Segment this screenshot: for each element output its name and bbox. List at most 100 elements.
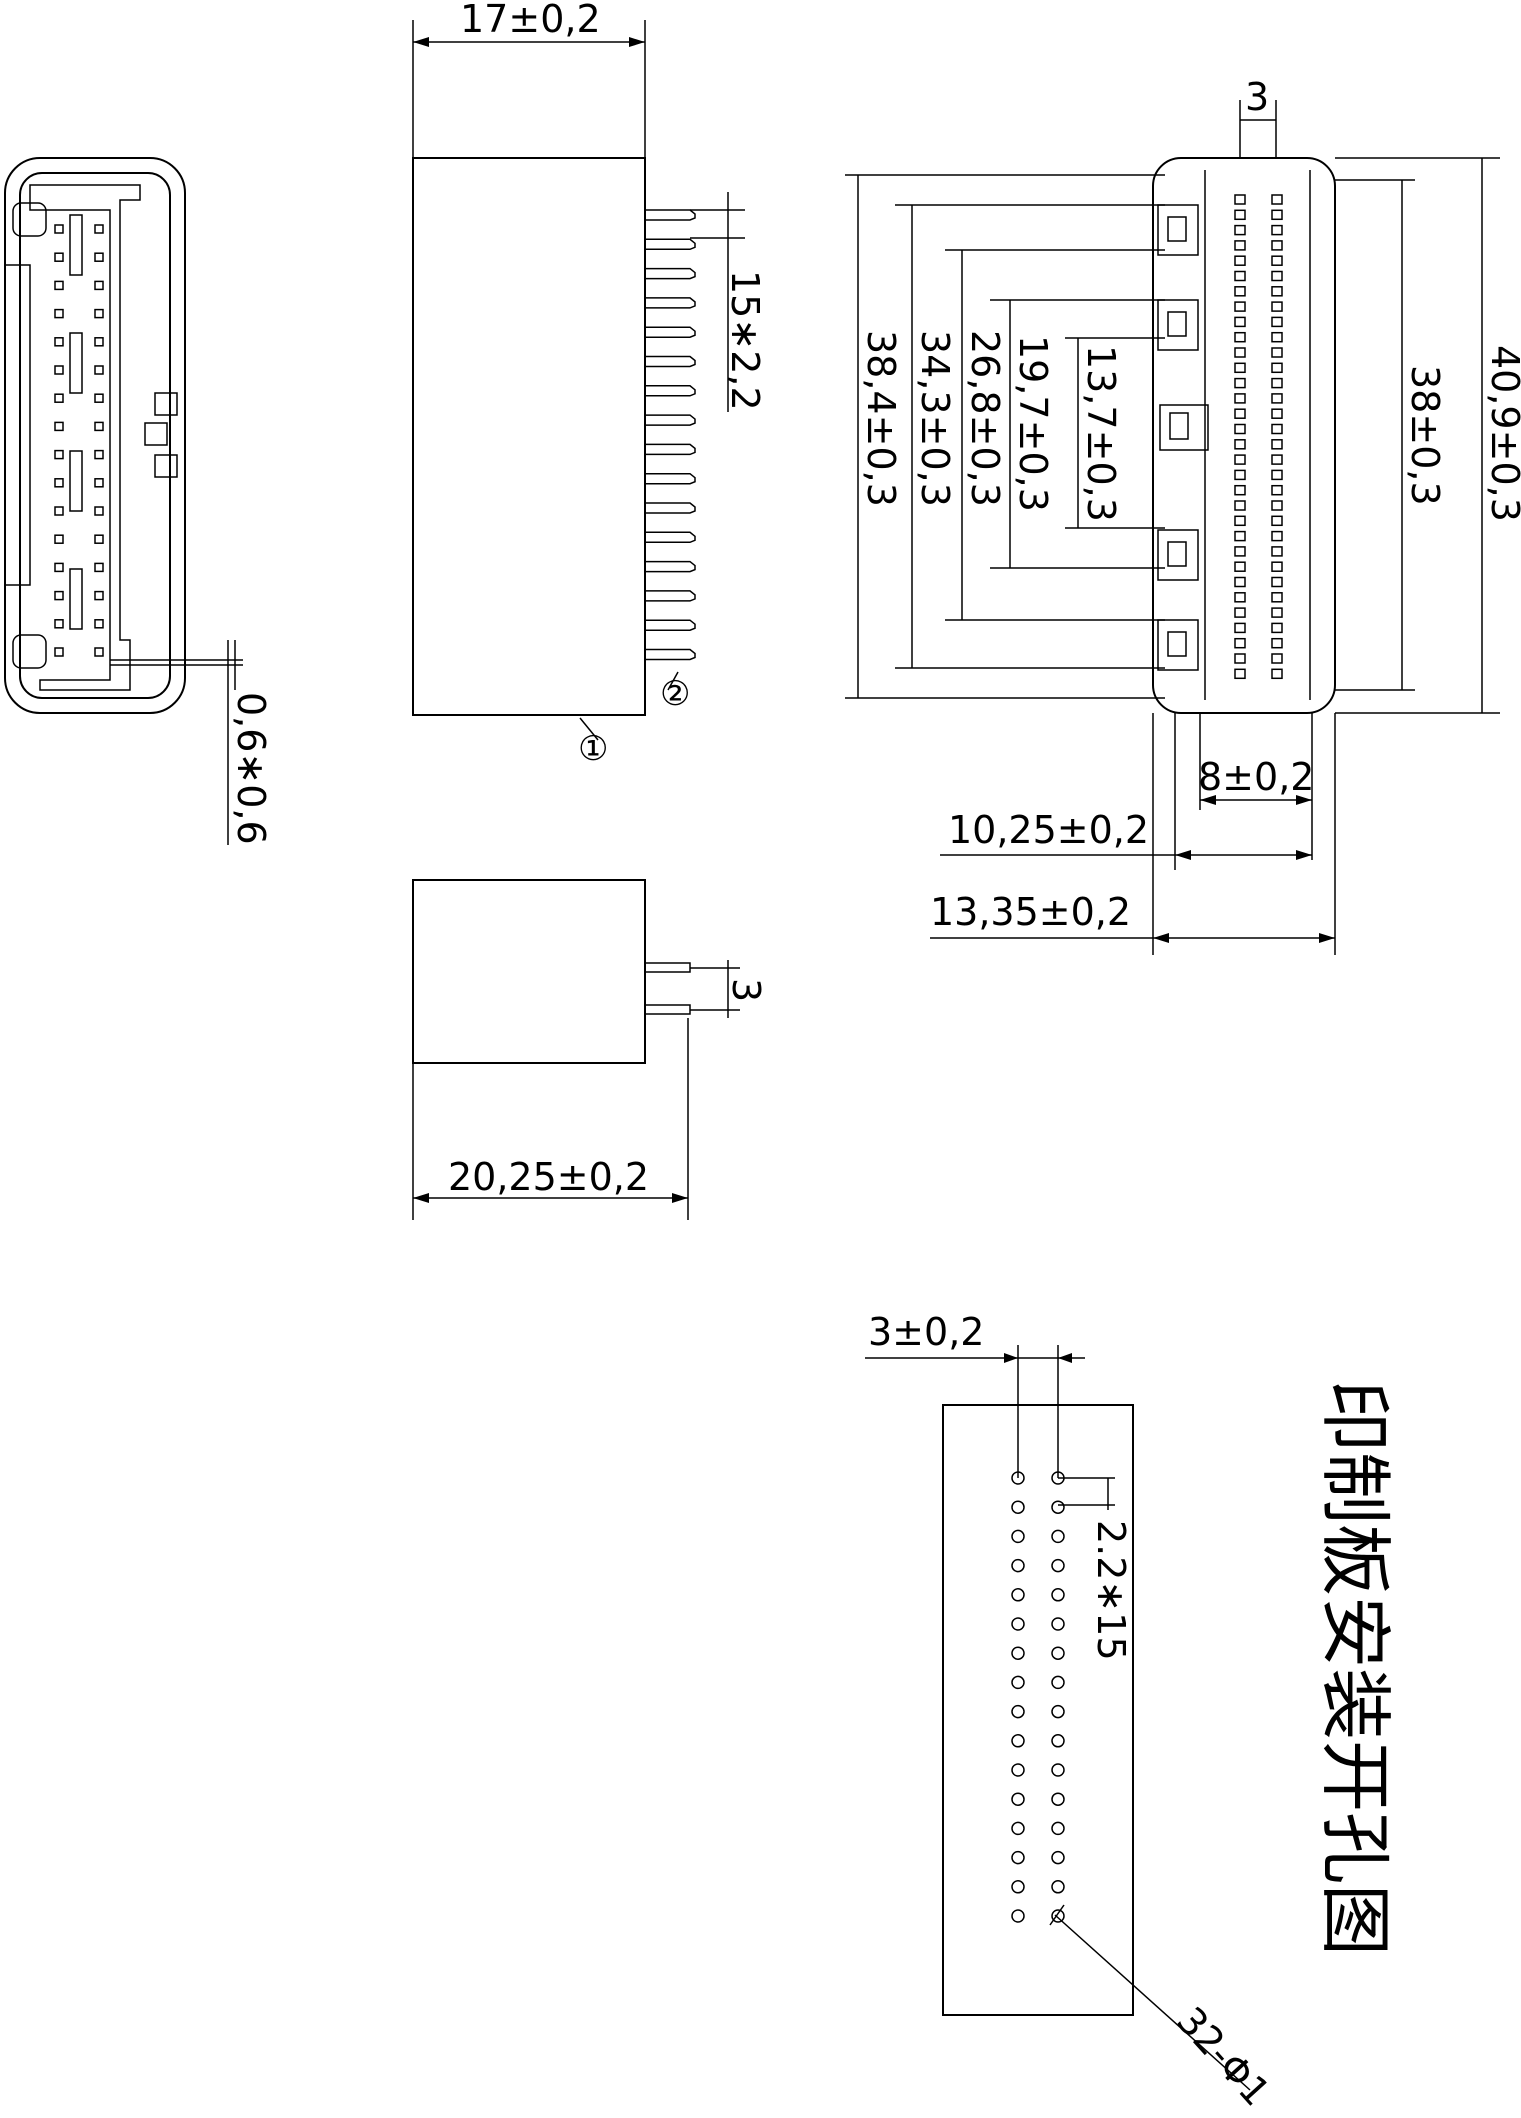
front-pin-slot	[69, 450, 83, 512]
pcb-hole	[1051, 1821, 1065, 1836]
mating-contact	[1234, 439, 1246, 450]
mating-contact	[1234, 194, 1246, 205]
mating-contact	[1271, 347, 1283, 358]
side-pin	[645, 297, 696, 309]
mating-contact	[1271, 439, 1283, 450]
front-pin-cavity	[54, 337, 64, 347]
dim-10-25-arrows	[1175, 850, 1312, 860]
mating-contact	[1271, 270, 1283, 282]
mating-contact	[1234, 637, 1246, 649]
side-pin	[645, 619, 696, 631]
side-pin	[645, 502, 696, 514]
mating-contact	[1271, 469, 1283, 481]
pcb-hole	[1051, 1558, 1065, 1573]
side-pin	[645, 648, 696, 661]
mating-contact	[1271, 240, 1283, 251]
mating-face-outline	[1152, 157, 1336, 714]
mating-center-tab	[1159, 404, 1209, 451]
pcb-holes-leader	[1054, 1914, 1251, 2091]
front-pin-cavity	[54, 252, 64, 262]
mating-contact	[1234, 561, 1246, 572]
side-view-pins	[645, 209, 696, 661]
pcb-hole	[1011, 1675, 1025, 1690]
front-pin-cavity	[94, 478, 104, 488]
mating-contact	[1234, 209, 1246, 221]
dim-10-25: 10,25±0,2	[948, 808, 1149, 852]
mating-contact	[1234, 622, 1246, 634]
mating-contact	[1271, 546, 1283, 557]
dim-13-7: 13,7±0,3	[1079, 345, 1123, 522]
pcb-holes-leader-tick	[1049, 1904, 1065, 1926]
pcb-hole	[1011, 1588, 1025, 1602]
front-view-inner-outline	[19, 172, 171, 699]
mating-contact	[1271, 592, 1283, 603]
mating-contact	[1234, 255, 1246, 266]
side-pin	[645, 355, 696, 368]
mating-contact	[1234, 515, 1246, 527]
dim-34-3: 34,3±0,3	[913, 330, 957, 507]
mating-contact	[1271, 515, 1283, 527]
mating-contact	[1234, 592, 1246, 603]
side-view-body	[412, 157, 646, 716]
dim-8: 8±0,2	[1198, 755, 1314, 799]
front-view: 0,6∗0,6	[4, 157, 273, 845]
mating-face-view: 3 38,4±0,3 34,3±0,3 26,8±0,3 19,7±0,3 13…	[845, 75, 1521, 955]
mating-contact	[1271, 653, 1283, 664]
side-pin	[645, 443, 696, 456]
top-view: 3 20,25±0,2	[412, 879, 768, 1220]
marker-1: ①	[578, 729, 608, 769]
front-view-pin-cavities	[54, 214, 104, 657]
mating-contact	[1271, 331, 1283, 343]
mating-contact	[1234, 484, 1246, 496]
side-pin	[645, 267, 696, 280]
pcb-hole	[1011, 1909, 1025, 1923]
mating-tab	[1157, 204, 1199, 256]
pcb-hole	[1011, 1500, 1025, 1514]
marker-1-leader	[579, 717, 599, 741]
mating-contact	[1234, 576, 1246, 588]
dim-pcb-holes: 32-Φ1	[1168, 1999, 1278, 2113]
side-pin	[645, 385, 696, 397]
mating-contact	[1234, 546, 1246, 557]
mating-tab-hole	[1167, 311, 1187, 337]
marker-2-leader	[667, 671, 679, 691]
front-pin-cavity	[94, 308, 104, 319]
front-pin-cavity	[54, 590, 64, 601]
mating-contact	[1234, 240, 1246, 251]
mating-contact	[1234, 270, 1246, 282]
mating-tab	[1157, 299, 1199, 351]
front-pin-cavity	[54, 534, 64, 544]
mating-contact	[1234, 607, 1246, 618]
dim-3-bottom: 3	[724, 978, 768, 1002]
pcb-hole	[1051, 1734, 1065, 1748]
front-view-corner-key-top	[12, 202, 47, 237]
front-pin-cavity	[54, 619, 64, 629]
mating-contact	[1234, 362, 1246, 374]
title-pcb-mounting-hole-drawing: 印制板安装开孔图	[1313, 1380, 1397, 1956]
front-pin-cavity	[94, 590, 104, 601]
front-pin-cavity	[54, 478, 64, 488]
mating-contact	[1234, 668, 1246, 680]
pcb-hole	[1051, 1646, 1065, 1660]
mating-contact	[1271, 362, 1283, 374]
front-pin-cavity	[94, 252, 104, 262]
front-pin-slot	[69, 214, 83, 276]
mating-contact	[1234, 423, 1246, 435]
mating-contact	[1234, 347, 1246, 358]
front-pin-cavity	[94, 619, 104, 629]
front-pin-cavity	[94, 506, 104, 516]
dim-19-7: 19,7±0,3	[1011, 335, 1055, 512]
side-pin	[645, 531, 696, 544]
dim-40-9: 40,9±0,3	[1483, 345, 1521, 522]
side-pin	[645, 209, 696, 221]
mating-contact	[1271, 224, 1283, 236]
dim-pcb-pitch: 2.2∗15	[1089, 1520, 1133, 1661]
mating-face-contact-rows	[1204, 170, 1311, 700]
pcb-hole	[1011, 1529, 1025, 1544]
mating-contact	[1271, 484, 1283, 496]
front-view-outline	[4, 157, 186, 714]
pcb-hole	[1011, 1850, 1025, 1865]
dim-38: 38±0,3	[1403, 365, 1447, 506]
pcb-hole	[1051, 1617, 1065, 1631]
